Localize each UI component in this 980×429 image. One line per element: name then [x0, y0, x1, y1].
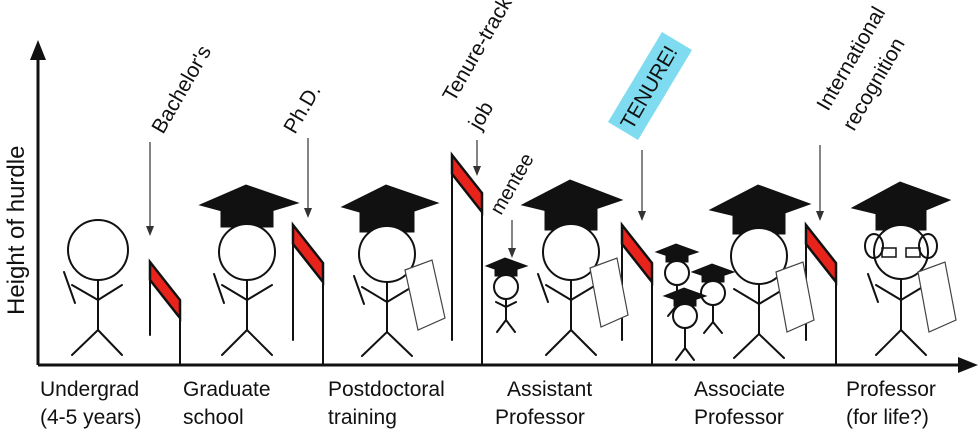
stage-label-postdoc-1: Postdoctoral	[328, 378, 445, 401]
hurdle-recognition	[804, 221, 838, 366]
hurdle-tenure-track	[450, 151, 484, 366]
stage-label-assistant-2: Professor	[495, 406, 585, 429]
hurdle-phd	[291, 221, 325, 366]
paper-icon	[404, 259, 446, 331]
stage-label-associate-1: Associate	[694, 378, 785, 401]
mentee-label: mentee	[486, 150, 538, 219]
stage-label-undergrad-1: Undergrad	[40, 378, 139, 401]
milestone-bachelors: Bachelor's	[147, 42, 216, 138]
undergrad-figure	[63, 219, 129, 356]
milestone-tenure-track-1: Tenure-track	[438, 0, 517, 106]
stage-label-professor-1: Professor	[846, 378, 936, 401]
milestone-tenure-track-2: job	[464, 98, 498, 135]
professor-figure	[850, 181, 957, 356]
mentee-group	[654, 243, 736, 361]
stage-label-graduate-1: Graduate	[183, 378, 271, 401]
x-axis-arrowhead	[958, 357, 978, 373]
pencil-icon	[867, 273, 879, 303]
paper-icon	[775, 261, 815, 333]
associate-figure	[708, 184, 815, 359]
stage-label-assistant-1: Assistant	[507, 378, 592, 401]
paper-icon	[589, 257, 629, 328]
hurdle-bachelors	[148, 258, 182, 366]
glasses-icon	[881, 247, 897, 258]
mentee-figure	[484, 257, 529, 333]
stage-label-professor-2: (for life?)	[846, 406, 929, 429]
stage-label-graduate-2: school	[183, 406, 244, 429]
assistant-figure	[520, 179, 629, 356]
pencil-icon	[537, 273, 549, 303]
milestone-phd: Ph.D.	[279, 81, 325, 138]
stage-label-postdoc-2: training	[328, 406, 397, 429]
y-axis-label: Height of hurdle	[3, 146, 30, 315]
hurdle-tenure	[620, 221, 654, 366]
paper-icon	[917, 261, 957, 333]
stage-label-undergrad-2: (4-5 years)	[40, 406, 142, 429]
stage-label-associate-2: Professor	[694, 406, 784, 429]
graduate-figure	[198, 184, 300, 356]
postdoc-figure	[340, 184, 446, 357]
y-axis-arrowhead	[30, 40, 46, 60]
tenure-highlight: TENURE!	[608, 32, 692, 140]
pencil-icon	[63, 271, 76, 304]
pencil-icon	[213, 273, 225, 304]
pencil-icon	[353, 275, 365, 305]
